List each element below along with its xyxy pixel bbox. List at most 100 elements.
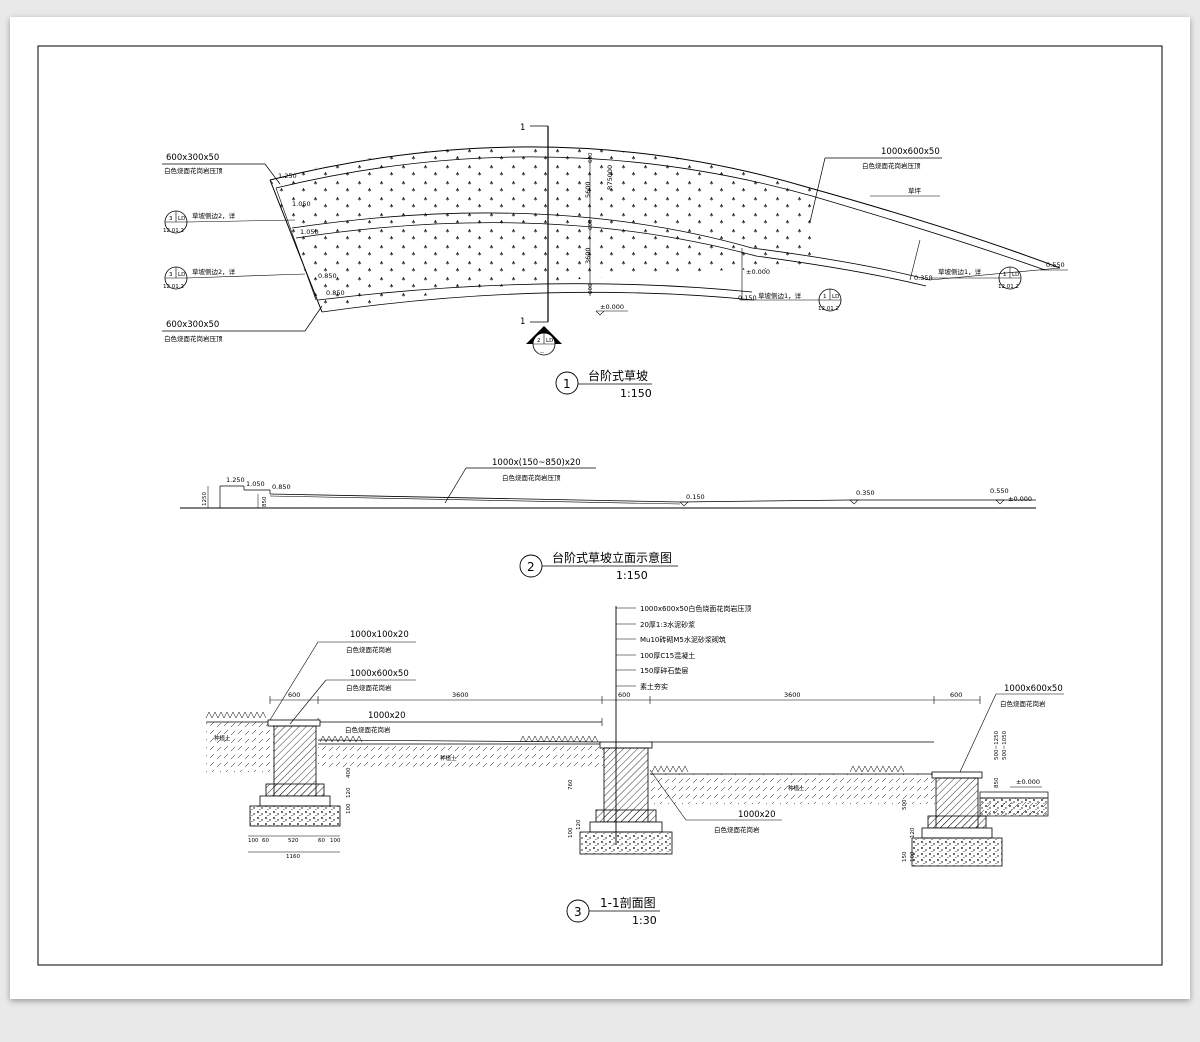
footing-right bbox=[911, 771, 1049, 867]
svg-text:1:30: 1:30 bbox=[632, 914, 657, 927]
drawing-frame bbox=[37, 45, 1163, 966]
sec-layer-5: 150厚碎石垫层 bbox=[640, 666, 688, 675]
elev-level-6: 0.550 bbox=[990, 487, 1009, 495]
sec-top-dim-1: 600 bbox=[288, 691, 300, 699]
section-title: 3 1-1剖面图 1:30 bbox=[566, 896, 660, 927]
svg-text:草坡侧边1，详: 草坡侧边1，详 bbox=[758, 291, 802, 300]
sec-vdim-1: 400 bbox=[346, 767, 352, 778]
elev-level-3: 0.850 bbox=[272, 483, 291, 491]
svg-text:--: -- bbox=[540, 350, 544, 356]
footing-middle bbox=[579, 741, 673, 855]
sec-vdim-8: 100 bbox=[910, 851, 916, 862]
footing-left bbox=[249, 719, 341, 827]
section-view: 600 3600 600 3600 600 1000x20 白色烧面花岗岩 种植… bbox=[205, 604, 1064, 927]
sec-layer-6: 素土夯实 bbox=[640, 682, 668, 691]
plan-view: 1 1 600x300x50 白色烧面花岗岩压顶 600x300x50 白色烧面… bbox=[162, 123, 1068, 400]
plan-label-right-mat: 白色烧面花岗岩压顶 bbox=[862, 161, 921, 170]
svg-text:LD: LD bbox=[1012, 272, 1019, 278]
svg-text:1: 1 bbox=[823, 294, 827, 300]
detail-ref-4: 1 LD 12.01.2 草坡侧边1，详 bbox=[930, 266, 1022, 290]
svg-text:LD: LD bbox=[832, 294, 839, 300]
plan-label-top-left-mat: 白色烧面花岗岩压顶 bbox=[164, 166, 223, 175]
sec-vdim-3: 100 bbox=[346, 803, 352, 814]
plan-elev-2: 1.050 bbox=[292, 200, 311, 208]
sec-bot-dim-4: 60 bbox=[318, 838, 325, 844]
svg-text:1: 1 bbox=[1003, 272, 1007, 278]
section-mark-top: 1 bbox=[520, 123, 525, 133]
elevation-view: 1250 850 1.250 1.050 0.850 0.150 0.350 0… bbox=[180, 458, 1036, 582]
sec-vdim-2: 120 bbox=[346, 787, 352, 798]
sec-bot-dim-2: 60 bbox=[262, 838, 269, 844]
sec-soil-3: 种植土 bbox=[788, 784, 805, 792]
sec-bot-dim-6: 1160 bbox=[286, 854, 300, 860]
svg-text:台阶式草坡: 台阶式草坡 bbox=[588, 368, 648, 383]
plan-elev-3: 1.050 bbox=[300, 228, 319, 236]
elev-dim-850: 850 bbox=[262, 496, 268, 507]
plan-dim-3: 600 bbox=[588, 219, 594, 230]
svg-text:LD: LD bbox=[178, 216, 185, 222]
section-mark-bottom: 1 bbox=[520, 317, 525, 327]
sec-layer-3: Mu10砖砌M5水泥砂浆砌筑 bbox=[640, 635, 726, 644]
sec-vdim-7: 150 bbox=[902, 851, 908, 862]
sec-level: ±0.000 bbox=[1016, 778, 1040, 786]
svg-text:12.01.2: 12.01.2 bbox=[163, 228, 184, 234]
plan-title: 1 台阶式草坡 1:150 bbox=[555, 368, 652, 400]
plan-label-right-dim: 1000x600x50 bbox=[881, 147, 940, 157]
svg-text:2: 2 bbox=[537, 338, 541, 344]
sec-vdim-9: 500 bbox=[902, 799, 908, 810]
sec-vdim-13: 850 bbox=[994, 777, 1000, 788]
sec-vdim-5: 100 bbox=[568, 827, 574, 838]
elev-level-5: 0.350 bbox=[856, 489, 875, 497]
svg-text:2: 2 bbox=[527, 560, 535, 574]
plan-dim-radius: R75000 bbox=[606, 165, 614, 190]
sec-vdim-6: 120 bbox=[576, 819, 582, 830]
elev-label-mat: 白色烧面花岗岩压顶 bbox=[502, 473, 561, 482]
sec-bot-dim-1: 100 bbox=[248, 838, 259, 844]
sec-c3-dim: 1000x20 bbox=[368, 711, 405, 721]
sec-c5-mat: 白色烧面花岗岩 bbox=[1000, 699, 1046, 708]
elev-level-4: 0.150 bbox=[686, 493, 705, 501]
sec-c1-dim: 1000x100x20 bbox=[350, 630, 409, 640]
sec-layer-1: 1000x600x50白色烧面花岗岩压顶 bbox=[640, 604, 751, 613]
sec-c4-mat: 白色烧面花岗岩 bbox=[714, 825, 760, 834]
svg-text:1:150: 1:150 bbox=[620, 387, 652, 400]
sec-layer-4: 100厚C15混凝土 bbox=[640, 651, 695, 660]
cad-drawing: 1 1 600x300x50 白色烧面花岗岩压顶 600x300x50 白色烧面… bbox=[37, 45, 1163, 966]
plan-elev-1: 1.250 bbox=[278, 172, 297, 180]
sec-top-dim-2: 3600 bbox=[452, 691, 469, 699]
svg-text:草坡侧边2，详: 草坡侧边2，详 bbox=[192, 211, 236, 220]
plan-dim-5: 600 bbox=[588, 283, 594, 294]
plan-dim-2: 5600 bbox=[584, 181, 592, 198]
plan-elev-7: ±0.000 bbox=[746, 268, 770, 276]
plan-elev-8: 0.150 bbox=[738, 294, 757, 302]
sec-c2-dim: 1000x600x50 bbox=[350, 669, 409, 679]
plan-label-grass: 草坪 bbox=[908, 186, 922, 195]
elev-dim-1250: 1250 bbox=[202, 492, 208, 506]
sec-soil-2: 种植土 bbox=[440, 754, 457, 762]
elev-level-2: 1.050 bbox=[246, 480, 265, 488]
plan-dim-1: 600 bbox=[588, 152, 594, 163]
plan-elev-9: 0.350 bbox=[914, 274, 933, 282]
svg-text:草坡侧边1，详: 草坡侧边1，详 bbox=[938, 267, 982, 276]
sec-vdim-11: 500~1250 bbox=[994, 730, 1000, 760]
svg-text:3: 3 bbox=[574, 905, 582, 919]
sec-c3-mat: 白色烧面花岗岩 bbox=[345, 725, 391, 734]
plan-elev-6: ±0.000 bbox=[600, 303, 624, 311]
sec-top-dim-4: 3600 bbox=[784, 691, 801, 699]
sec-vdim-10: 120 bbox=[910, 827, 916, 838]
svg-text:草坡侧边2，详: 草坡侧边2，详 bbox=[192, 267, 236, 276]
detail-ref-2: 3 LD 12.01.2 草坡侧边2，详 bbox=[163, 266, 306, 290]
svg-text:3: 3 bbox=[169, 216, 173, 222]
svg-text:12.01.2: 12.01.2 bbox=[818, 306, 839, 312]
svg-text:12.01.2: 12.01.2 bbox=[998, 284, 1019, 290]
plan-elev-10: 0.550 bbox=[1046, 261, 1065, 269]
sec-layer-2: 20厚1:3水泥砂浆 bbox=[640, 620, 695, 629]
svg-text:3: 3 bbox=[169, 272, 173, 278]
plan-elev-5: 0.850 bbox=[326, 289, 345, 297]
sec-c5-dim: 1000x600x50 bbox=[1004, 684, 1063, 694]
sec-c2-mat: 白色烧面花岗岩 bbox=[346, 683, 392, 692]
elev-level-7: ±0.000 bbox=[1008, 495, 1032, 503]
svg-text:12.01.2: 12.01.2 bbox=[163, 284, 184, 290]
sec-top-dim-5: 600 bbox=[950, 691, 962, 699]
svg-text:台阶式草坡立面示意图: 台阶式草坡立面示意图 bbox=[552, 550, 672, 565]
